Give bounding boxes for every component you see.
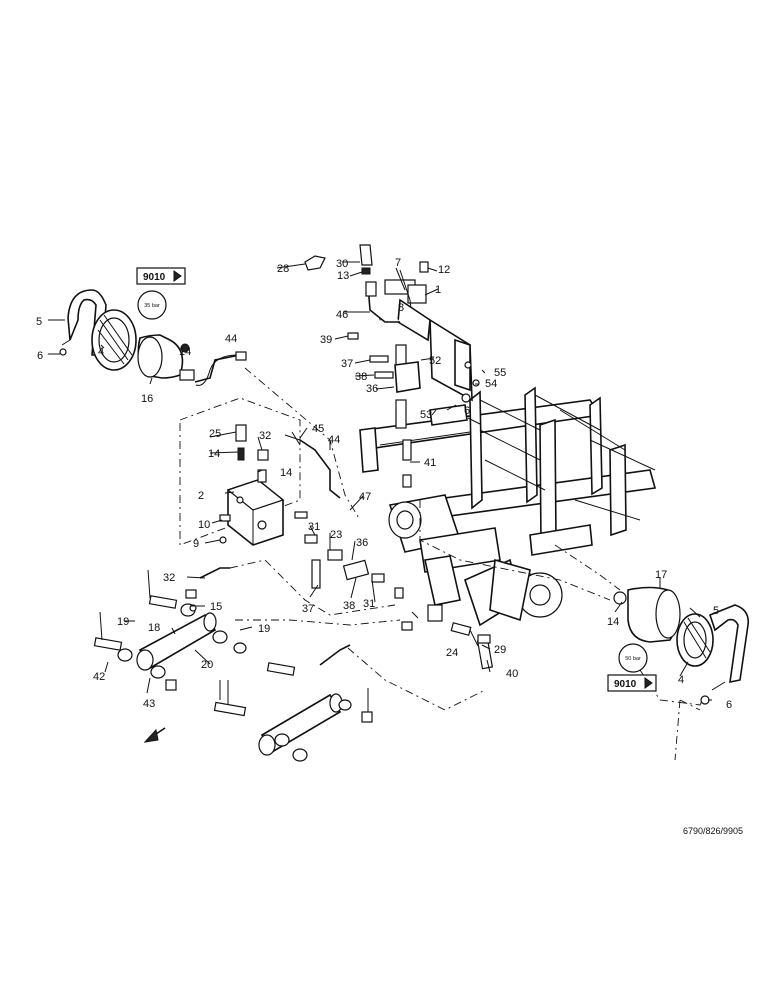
middle-fittings-group (304, 534, 494, 670)
callout-12: 12 (438, 264, 450, 276)
callout-52: 52 (429, 355, 441, 367)
callout-24: 24 (446, 647, 458, 659)
callout-19: 19 (117, 616, 129, 628)
callout-53: 53 (420, 409, 432, 421)
callout-31: 31 (308, 521, 320, 533)
callout-6: 6 (726, 699, 732, 711)
callout-40: 40 (506, 668, 518, 680)
left-pressure-badge (137, 290, 167, 320)
callout-45: 45 (312, 423, 324, 435)
callout-46: 46 (336, 309, 348, 321)
callout-10: 10 (198, 519, 210, 531)
callout-6: 6 (37, 350, 43, 362)
callout-14: 14 (179, 346, 191, 358)
svg-text:9010: 9010 (143, 272, 166, 283)
callout-43: 43 (143, 698, 155, 710)
callout-29: 29 (494, 644, 506, 656)
callout-30: 30 (336, 258, 348, 270)
callout-36: 36 (356, 537, 368, 549)
callout-7: 7 (395, 257, 401, 269)
callout-44: 44 (225, 333, 237, 345)
right-pressure-badge (618, 643, 648, 673)
callout-20: 20 (201, 659, 213, 671)
machine-frame (359, 298, 657, 627)
callout-9: 9 (193, 538, 199, 550)
callout-16: 16 (141, 393, 153, 405)
callout-31: 31 (363, 598, 375, 610)
callout-41: 41 (424, 457, 436, 469)
callout-4: 4 (98, 346, 104, 358)
callout-36: 36 (366, 383, 378, 395)
callout-32: 32 (259, 430, 271, 442)
callout-47: 47 (359, 491, 371, 503)
ref-box-left[interactable]: 9010 (136, 267, 186, 285)
callout-19: 19 (258, 623, 270, 635)
callout-leaders (48, 261, 712, 701)
callout-14: 14 (208, 448, 220, 460)
callout-13: 13 (337, 270, 349, 282)
drawing-code: 6790/826/9905 (683, 826, 743, 836)
pipe-routing-lines (179, 294, 706, 761)
callout-labels: 1 2 4 4 5 5 6 6 6 7 8 9 10 12 13 14 14 1… (36, 257, 732, 711)
left-pressure-label: 35 bar (144, 303, 160, 309)
callout-39: 39 (320, 334, 332, 346)
callout-23: 23 (330, 529, 342, 541)
left-accumulator-group (59, 289, 247, 386)
callout-37: 37 (302, 603, 314, 615)
callout-14: 14 (280, 467, 292, 479)
hydraulic-cylinders (93, 567, 373, 762)
callout-2: 2 (198, 490, 204, 502)
callout-18: 18 (148, 622, 160, 634)
callout-38: 38 (343, 600, 355, 612)
callout-32: 32 (163, 572, 175, 584)
callout-14: 14 (607, 616, 619, 628)
callout-28: 28 (277, 263, 289, 275)
callout-1: 1 (435, 284, 441, 296)
right-accumulator-group (613, 586, 750, 705)
callout-54: 54 (485, 378, 497, 390)
ref-box-right[interactable]: 9010 (607, 674, 657, 692)
callout-42: 42 (93, 671, 105, 683)
callout-17: 17 (655, 569, 667, 581)
callout-25: 25 (209, 428, 221, 440)
valve-block-group (219, 424, 341, 546)
callout-5: 5 (36, 316, 42, 328)
callout-38: 38 (355, 371, 367, 383)
top-fittings-group (304, 244, 480, 488)
callout-5: 5 (713, 605, 719, 617)
callout-55: 55 (494, 367, 506, 379)
svg-text:9010: 9010 (614, 679, 637, 690)
callout-15: 15 (210, 601, 222, 613)
callout-37: 37 (341, 358, 353, 370)
callout-6: 6 (464, 405, 470, 417)
right-pressure-label: 50 bar (625, 656, 641, 662)
callout-44: 44 (328, 434, 340, 446)
callout-4: 4 (678, 674, 684, 686)
callout-8: 8 (398, 302, 404, 314)
